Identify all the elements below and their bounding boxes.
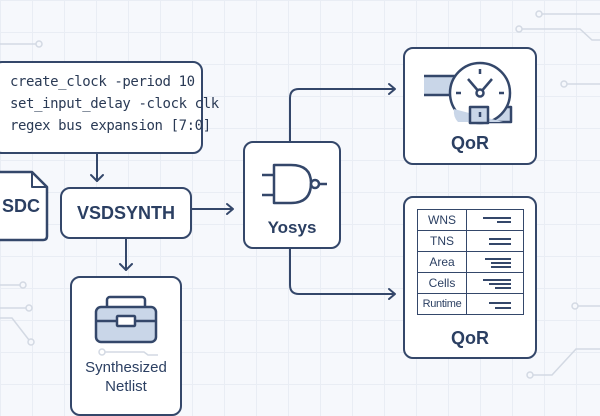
- vsdsynth-label: VSDSYNTH: [76, 202, 175, 223]
- netlist-label-line2: Netlist: [105, 378, 147, 395]
- table-row: TNS: [417, 230, 524, 252]
- netlist-label: Synthesized Netlist: [72, 358, 180, 396]
- qor-timing-label: QoR: [451, 133, 489, 153]
- arrowhead: [119, 263, 133, 271]
- qor-metrics-box[interactable]: WNS TNS Area Cells Runtime QoR: [403, 196, 537, 359]
- metric-name: Cells: [417, 272, 467, 294]
- yosys-label: Yosys: [267, 218, 317, 237]
- yosys-box[interactable]: Yosys: [243, 141, 341, 249]
- metric-value-glyph: [466, 251, 524, 273]
- trace-node: [515, 25, 523, 33]
- table-row: Area: [417, 251, 524, 273]
- code-line: set_input_delay -clock clk: [10, 96, 219, 112]
- trace-node: [560, 80, 568, 88]
- qor-timing-box[interactable]: QoR: [403, 47, 537, 165]
- trace-line: [533, 348, 600, 376]
- qor-metrics-label: QoR: [451, 328, 489, 348]
- netlist-box[interactable]: Synthesized Netlist: [70, 276, 182, 416]
- table-row: Runtime: [417, 293, 524, 315]
- trace-node: [19, 281, 27, 289]
- connector-yosys-to-qor-timing: [289, 88, 395, 142]
- trace-node: [535, 10, 543, 18]
- trace-node: [25, 304, 33, 312]
- and-gate-icon: [262, 163, 327, 205]
- trace-node: [571, 302, 579, 310]
- metric-name: Area: [417, 251, 467, 273]
- sdc-document-icon: [0, 170, 49, 242]
- qor-metrics-table: WNS TNS Area Cells Runtime: [417, 209, 524, 315]
- circuit-traces: [0, 10, 600, 379]
- arrowhead: [90, 174, 104, 182]
- arrowhead: [388, 83, 396, 95]
- netlist-label-line1: Synthesized: [85, 359, 167, 376]
- arrowhead: [226, 203, 234, 215]
- metric-value-glyph: [466, 230, 524, 252]
- trace-line: [0, 317, 30, 341]
- metric-value-glyph: [466, 209, 524, 231]
- trace-node: [27, 338, 35, 346]
- trace-node: [526, 371, 534, 379]
- metric-name: TNS: [417, 230, 467, 252]
- table-row: WNS: [417, 209, 524, 231]
- metric-name: WNS: [417, 209, 467, 231]
- code-line: create_clock -period 10: [10, 74, 195, 90]
- code-line: regex bus expansion [7:0]: [10, 118, 211, 134]
- vsdsynth-box[interactable]: VSDSYNTH: [60, 187, 192, 239]
- metric-name: Runtime: [417, 293, 467, 315]
- flow-connectors: [90, 83, 396, 300]
- trace-node: [35, 40, 43, 48]
- sdc-label: SDC: [2, 196, 41, 216]
- metric-value-glyph: [466, 293, 524, 315]
- constraints-code-box: create_clock -period 10 set_input_delay …: [0, 61, 219, 154]
- clock-waveform-icon: [424, 61, 513, 125]
- connector-yosys-to-qor-metrics: [289, 248, 395, 295]
- table-row: Cells: [417, 272, 524, 294]
- arrowhead: [388, 288, 396, 300]
- metric-value-glyph: [466, 272, 524, 294]
- trace-line: [522, 28, 600, 41]
- toolbox-icon: [94, 295, 158, 356]
